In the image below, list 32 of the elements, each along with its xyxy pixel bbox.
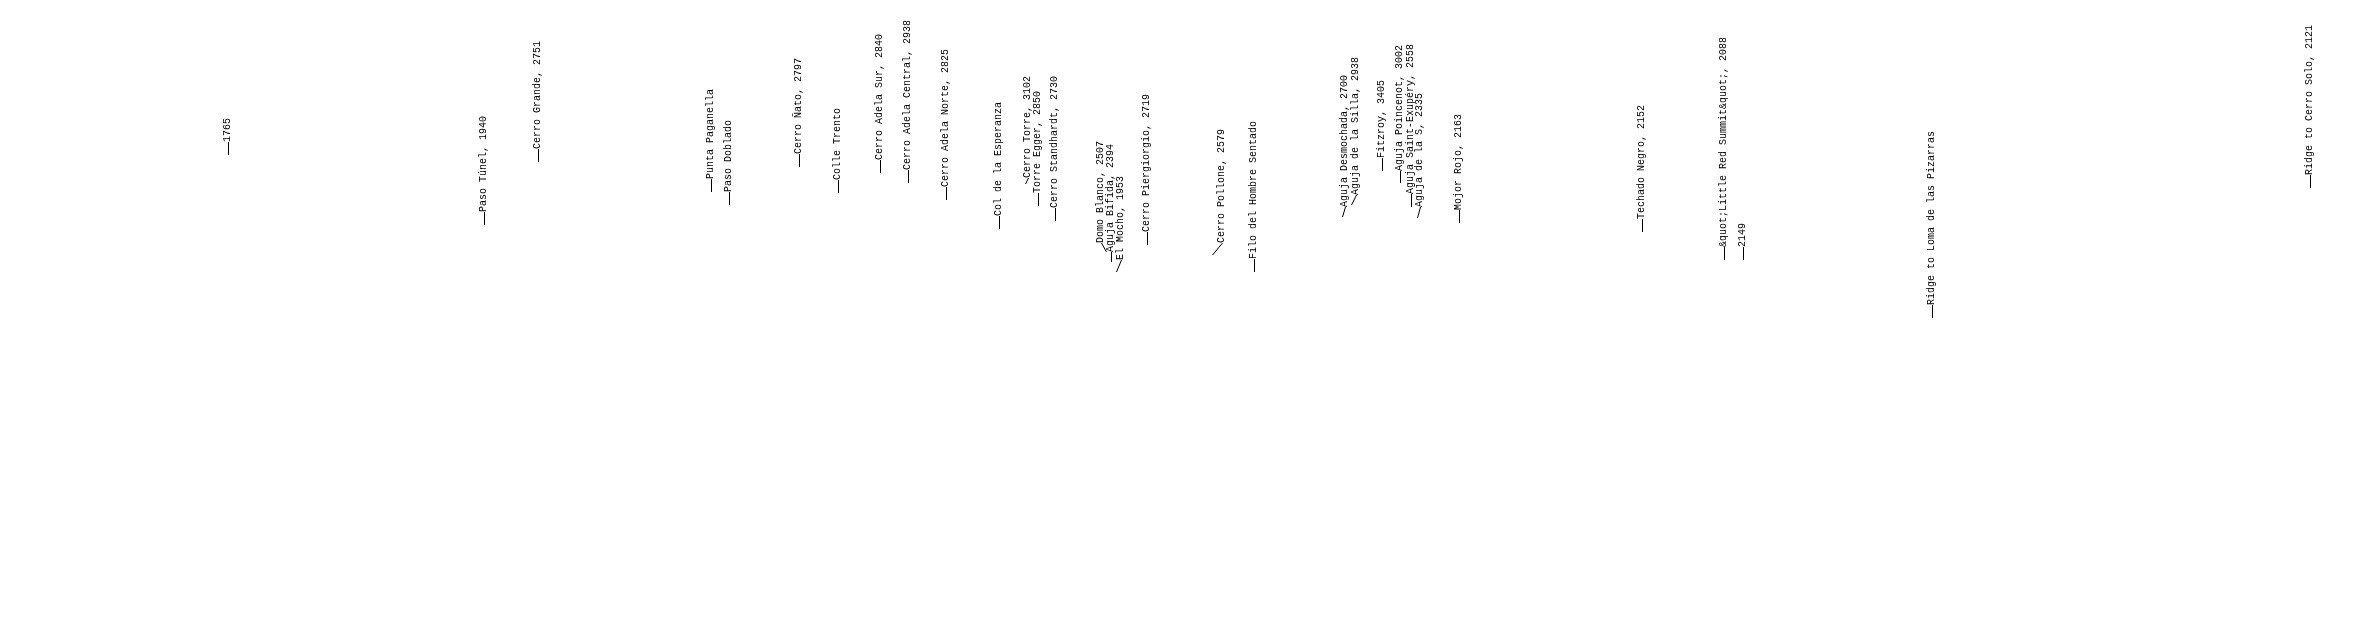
peak-label: Cerro Torre, 3102 — [1023, 74, 1033, 178]
peak-label: Punta Paganella — [706, 88, 716, 179]
peak-label: Aguja de la S, 2335 — [1415, 91, 1425, 207]
peak-label: Aguja Poincenot, 3002 — [1395, 43, 1405, 171]
peak-label: Cerro Adela Central, 2938 — [903, 18, 913, 170]
peak-label: Ridge to Cerro Solo, 2121 — [2305, 23, 2315, 175]
peak-label: Cerro Adela Norte, 2825 — [941, 47, 951, 187]
peak-label: Aguja Desmochada, 2700 — [1340, 73, 1350, 207]
peak-label: Cerro Standhardt, 2730 — [1050, 74, 1060, 208]
peak-label: Fitzroy, 3405 — [1377, 79, 1387, 158]
peak-label: Mojor Rojo, 2163 — [1454, 113, 1464, 210]
peak-label: Paso Doblado — [724, 119, 734, 192]
peak-label: Aguja Bifida, 2394 — [1106, 142, 1116, 252]
peak-label: Cerro Piergiorgio, 2719 — [1142, 92, 1152, 232]
peak-label: Col de la Esperanza — [994, 100, 1004, 216]
peak-label: Cerro Pollone, 2579 — [1217, 127, 1227, 243]
peak-label: Cerro Grande, 2751 — [533, 39, 543, 149]
peak-label: El Mocho, 1953 — [1116, 175, 1126, 260]
peak-label: Cerro Adela Sur, 2840 — [875, 32, 885, 160]
peak-label: Filo del Hombre Sentado — [1249, 119, 1259, 259]
peak-label: 2149 — [1738, 222, 1748, 247]
peak-label: Colle Trento — [833, 107, 843, 180]
peak-label: Aguja de la Silla, 2938 — [1351, 55, 1361, 195]
peak-label: Paso Túnel, 1940 — [479, 115, 489, 212]
peak-label: Aguja Saint-Exupéry, 2558 — [1406, 42, 1416, 194]
peak-label: Techado Negro, 2152 — [1637, 103, 1647, 219]
peak-label: Domo Blanco, 2507 — [1096, 139, 1106, 243]
peak-label: Ridge to Loma de las Pizarras — [1927, 129, 1937, 305]
peak-label: Cerro Ñato, 2797 — [794, 57, 804, 154]
peak-label: Torre Egger, 2850 — [1033, 89, 1043, 193]
peak-label: 1765 — [223, 117, 233, 142]
peak-label: &quot;Little Red Summit&quot;, 2088 — [1719, 35, 1729, 247]
